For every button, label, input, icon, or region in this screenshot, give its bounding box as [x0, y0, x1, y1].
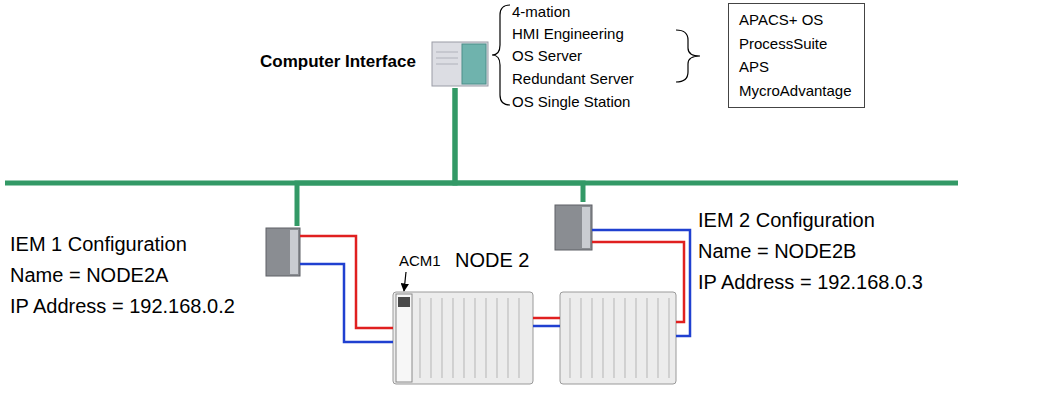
slot-line — [581, 298, 582, 378]
blue-cable — [592, 230, 690, 336]
node-text: IEM 2 Configuration — [698, 205, 1000, 236]
iem-front — [290, 230, 298, 274]
computer-interface: Computer Interface — [250, 38, 492, 88]
software-item: OS Server — [512, 47, 582, 64]
slot-line — [453, 298, 454, 378]
node-label: NODE 2 — [455, 249, 529, 272]
slot-line — [475, 298, 476, 378]
iem-config: IEM 1 ConfigurationName = NODE2AIP Addre… — [8, 226, 305, 326]
node-text: Name = NODE2B — [698, 236, 1000, 267]
slot-line — [592, 298, 593, 378]
iem-device — [266, 228, 300, 276]
red-cable — [300, 236, 393, 328]
node-text: MycroAdvantage — [739, 79, 852, 103]
iem-device — [555, 205, 592, 250]
slot-line — [570, 298, 571, 378]
rack-slots — [420, 298, 669, 378]
slot-line — [658, 298, 659, 378]
slot-line — [420, 298, 421, 378]
slot-line — [669, 298, 670, 378]
node-text: Computer Interface — [260, 52, 416, 72]
slot-line — [519, 298, 520, 378]
software-box: APACS+ OSProcessSuiteAPSMycroAdvantage — [728, 3, 865, 108]
red-cable — [592, 242, 684, 322]
rack — [393, 292, 533, 384]
software-item: OS Single Station — [512, 93, 630, 110]
network-link — [297, 88, 455, 226]
node-text: APACS+ OS — [739, 8, 852, 32]
software-item: Redundant Server — [512, 70, 634, 87]
curly-brace — [492, 5, 510, 105]
slot-line — [508, 298, 509, 378]
red-cable — [533, 317, 560, 320]
software-item: HMI Engineering — [512, 25, 624, 42]
computer-case — [432, 42, 488, 86]
slot-line — [497, 298, 498, 378]
acm-display — [398, 297, 410, 307]
drive-slot — [436, 64, 458, 65]
slot-line — [464, 298, 465, 378]
module-label: ACM1 — [399, 252, 441, 269]
node-text: ProcessSuite — [739, 32, 852, 56]
slot-line — [486, 298, 487, 378]
acm-module — [396, 294, 412, 382]
node-text: IEM 1 Configuration — [10, 229, 305, 260]
leader-arrow — [404, 272, 406, 291]
slot-line — [603, 298, 604, 378]
bracket — [676, 30, 700, 82]
node-text: Name = NODE2A — [10, 260, 305, 291]
slot-line — [431, 298, 432, 378]
iem-front — [582, 207, 590, 248]
node-text: APS — [739, 55, 852, 79]
blue-cable — [300, 264, 393, 342]
node-text: IP Address = 192.168.0.2 — [10, 291, 305, 322]
node-text: IP Address = 192.168.0.3 — [698, 267, 1000, 298]
drive-slot — [436, 58, 458, 59]
software-item: 4-mation — [512, 3, 570, 20]
computer-panel — [462, 44, 486, 84]
slot-line — [442, 298, 443, 378]
rack — [560, 292, 676, 384]
slot-line — [614, 298, 615, 378]
slot-line — [625, 298, 626, 378]
slot-line — [636, 298, 637, 378]
iem-config: IEM 2 ConfigurationName = NODE2BIP Addre… — [550, 202, 1000, 302]
drive-slot — [436, 52, 458, 53]
slot-line — [647, 298, 648, 378]
blue-cable — [533, 325, 560, 328]
